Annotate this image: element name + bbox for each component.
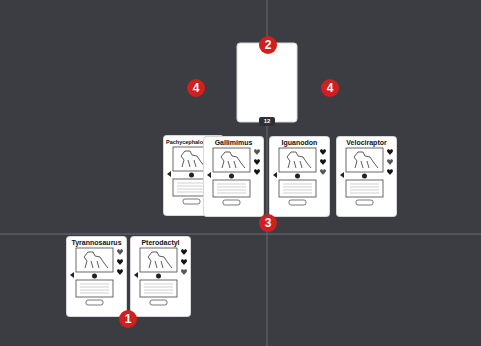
rules-line xyxy=(350,184,379,185)
direction-arrow xyxy=(340,172,344,178)
deck-count: 12 xyxy=(259,117,275,126)
rules-line xyxy=(80,287,109,288)
rules-line xyxy=(217,190,246,191)
power-pill xyxy=(289,200,306,205)
direction-arrow xyxy=(167,171,171,177)
picture-frame xyxy=(346,148,383,172)
card-name: Velociraptor xyxy=(339,139,394,147)
heart-icon xyxy=(181,269,187,275)
card-art xyxy=(270,137,329,216)
callout-number: 4 xyxy=(321,79,339,97)
rules-line xyxy=(80,290,109,291)
picture-frame xyxy=(140,248,177,272)
cost-symbol xyxy=(362,174,367,179)
cost-symbol xyxy=(229,174,234,179)
rules-line xyxy=(350,193,379,194)
direction-arrow xyxy=(273,172,277,178)
rules-line xyxy=(144,287,173,288)
rules-box xyxy=(76,280,113,297)
rules-line xyxy=(144,284,173,285)
cost-symbol xyxy=(92,274,97,279)
rules-line xyxy=(144,293,173,294)
rules-line xyxy=(177,186,206,187)
rules-line xyxy=(283,190,312,191)
rules-line xyxy=(217,184,246,185)
heart-icon xyxy=(254,169,260,175)
power-pill xyxy=(183,199,200,204)
rules-line xyxy=(80,293,109,294)
cost-symbol xyxy=(295,174,300,179)
heart-icon xyxy=(254,149,260,155)
power-pill xyxy=(223,200,240,205)
heart-icon xyxy=(387,169,393,175)
card-name: Gallimimus xyxy=(206,139,261,147)
rules-line xyxy=(283,187,312,188)
dino-card: Velociraptor xyxy=(337,137,396,216)
heart-icon xyxy=(117,259,123,265)
dino-sketch xyxy=(287,152,311,168)
card-name: Tyrannosaurus xyxy=(69,239,124,247)
rules-line xyxy=(283,184,312,185)
dino-card: Pterodactyl xyxy=(131,237,190,316)
rules-line xyxy=(350,187,379,188)
cost-symbol xyxy=(189,173,194,178)
heart-icon xyxy=(320,169,326,175)
card-art xyxy=(131,237,190,316)
picture-frame xyxy=(76,248,113,272)
callout-number: 4 xyxy=(187,79,205,97)
dino-sketch xyxy=(181,151,205,167)
deck-card xyxy=(237,43,297,122)
heart-icon xyxy=(387,159,393,165)
rules-line xyxy=(177,189,206,190)
rules-line xyxy=(177,192,206,193)
heart-icon xyxy=(181,259,187,265)
dino-card: Gallimimus xyxy=(204,137,263,216)
rules-box xyxy=(213,180,250,197)
rules-line xyxy=(80,284,109,285)
cost-symbol xyxy=(156,274,161,279)
picture-frame xyxy=(279,148,316,172)
dino-card: Iguanodon xyxy=(270,137,329,216)
card-name: Pterodactyl xyxy=(133,239,188,247)
rules-line xyxy=(350,190,379,191)
card-art xyxy=(337,137,396,216)
callout-number: 3 xyxy=(259,214,277,232)
rules-box xyxy=(140,280,177,297)
card-art xyxy=(204,137,263,216)
heart-icon xyxy=(320,149,326,155)
heart-icon xyxy=(387,149,393,155)
direction-arrow xyxy=(207,172,211,178)
heart-icon xyxy=(117,249,123,255)
rules-line xyxy=(283,193,312,194)
card-art xyxy=(67,237,126,316)
heart-icon xyxy=(254,159,260,165)
dino-sketch xyxy=(84,252,108,268)
guide-line xyxy=(0,234,481,235)
power-pill xyxy=(86,300,103,305)
dino-sketch xyxy=(148,252,172,268)
rules-line xyxy=(217,187,246,188)
power-pill xyxy=(356,200,373,205)
direction-arrow xyxy=(70,272,74,278)
callout-number: 1 xyxy=(119,310,137,328)
heart-icon xyxy=(181,249,187,255)
rules-line xyxy=(177,183,206,184)
dino-sketch xyxy=(221,152,245,168)
dino-card: Tyrannosaurus xyxy=(67,237,126,316)
power-pill xyxy=(150,300,167,305)
rules-line xyxy=(217,193,246,194)
dino-sketch xyxy=(354,152,378,168)
card-name: Iguanodon xyxy=(272,139,327,147)
rules-box xyxy=(346,180,383,197)
callout-number: 2 xyxy=(259,36,277,54)
rules-line xyxy=(144,290,173,291)
heart-icon xyxy=(320,159,326,165)
direction-arrow xyxy=(134,272,138,278)
heart-icon xyxy=(117,269,123,275)
picture-frame xyxy=(213,148,250,172)
rules-box xyxy=(279,180,316,197)
